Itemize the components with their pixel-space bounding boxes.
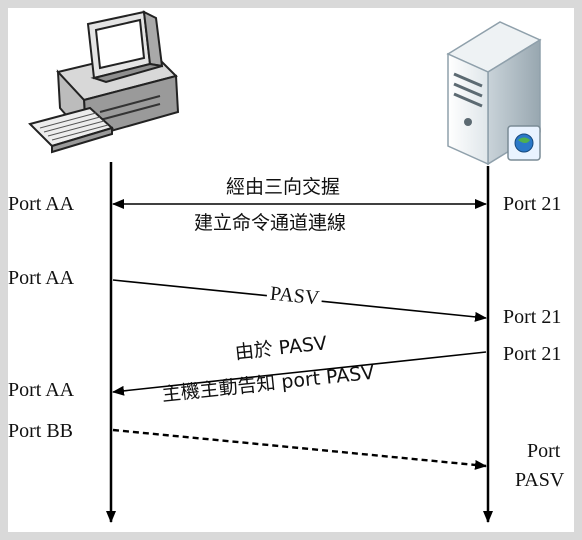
desktop-computer-icon — [28, 10, 180, 154]
handshake-caption-line2: 建立命令通道連線 — [194, 212, 347, 234]
step3-right-port: Port 21 — [503, 343, 562, 365]
handshake-caption-line1: 經由三向交握 — [226, 176, 341, 198]
server-tower-icon — [446, 21, 542, 166]
globe-icon — [507, 125, 541, 161]
step4-right-port-line1: Port — [527, 440, 561, 462]
step2-right-port: Port 21 — [503, 306, 562, 328]
step4-right-port-line2: PASV — [515, 469, 565, 491]
pasv-response-arrow — [112, 351, 487, 396]
step3-left-port: Port AA — [8, 379, 75, 401]
data-connection-arrow — [112, 428, 487, 470]
step2-left-port: Port AA — [8, 267, 75, 289]
step4-left-port: Port BB — [8, 420, 74, 442]
step1-left-port: Port AA — [8, 193, 75, 215]
step1-right-port: Port 21 — [503, 193, 562, 215]
